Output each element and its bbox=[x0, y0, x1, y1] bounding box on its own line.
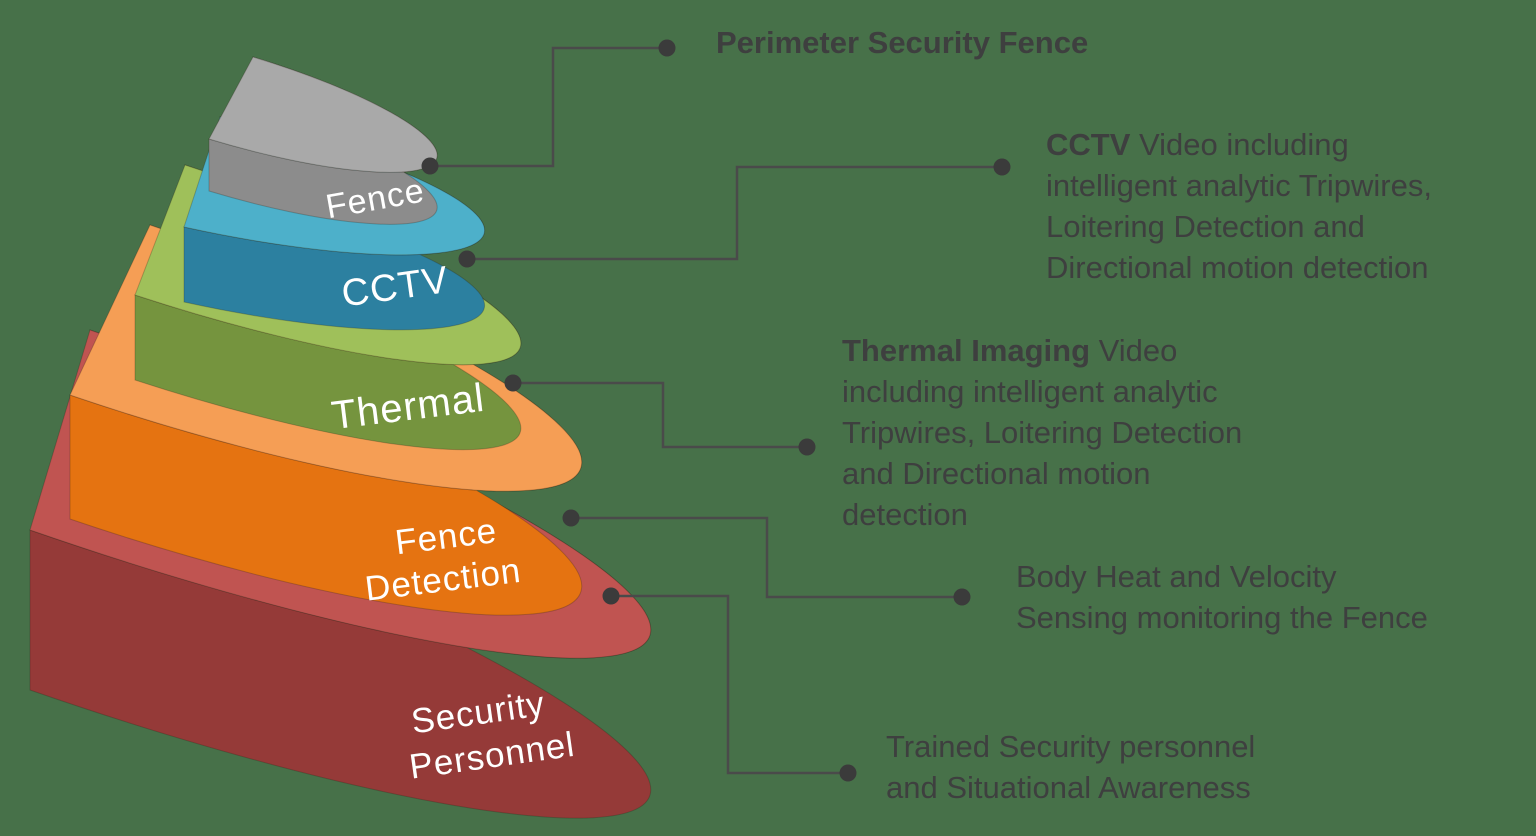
callout-dot-cctv-layer bbox=[458, 250, 476, 268]
annotation-perimeter-fence: Perimeter Security Fence bbox=[716, 22, 1088, 63]
callout-dot-perimeter-fence-text bbox=[658, 39, 676, 57]
annotation-perimeter-fence-bold: Perimeter Security Fence bbox=[716, 25, 1089, 60]
annotation-thermal-bold: Thermal Imaging bbox=[842, 333, 1099, 368]
annotation-body-heat: Body Heat and Velocity Sensing monitorin… bbox=[1016, 556, 1428, 638]
callout-dot-thermal-text bbox=[798, 438, 816, 456]
annotation-cctv: CCTV Video including intelligent analyti… bbox=[1046, 124, 1432, 288]
callout-line-cctv bbox=[467, 165, 1002, 261]
callout-dot-body-heat-layer bbox=[562, 509, 580, 527]
annotation-cctv-bold: CCTV bbox=[1046, 127, 1139, 162]
annotation-cctv-text: Video including intelligent analytic Tri… bbox=[1046, 127, 1432, 285]
callout-line-perimeter-fence bbox=[430, 46, 667, 168]
callout-line-body-heat bbox=[571, 516, 962, 599]
annotation-thermal-text: Video including intelligent analytic Tri… bbox=[842, 333, 1243, 532]
callout-dot-perimeter-fence-layer bbox=[421, 157, 439, 175]
annotation-thermal: Thermal Imaging Video including intellig… bbox=[842, 330, 1242, 535]
callout-dot-thermal-layer bbox=[504, 374, 522, 392]
callout-lines bbox=[421, 39, 1011, 782]
callout-dot-cctv-text bbox=[993, 158, 1011, 176]
callout-dot-trained-personnel-text bbox=[839, 764, 857, 782]
annotation-body-heat-text: Body Heat and Velocity Sensing monitorin… bbox=[1016, 559, 1428, 635]
layer-stack bbox=[29, 56, 652, 819]
annotation-trained-personnel-text: Trained Security personnel and Situation… bbox=[886, 729, 1256, 805]
annotation-trained-personnel: Trained Security personnel and Situation… bbox=[886, 726, 1255, 808]
callout-line-trained-personnel bbox=[611, 594, 848, 775]
callout-line-thermal bbox=[513, 381, 807, 449]
callout-dot-body-heat-text bbox=[953, 588, 971, 606]
callout-dot-trained-personnel-layer bbox=[602, 587, 620, 605]
